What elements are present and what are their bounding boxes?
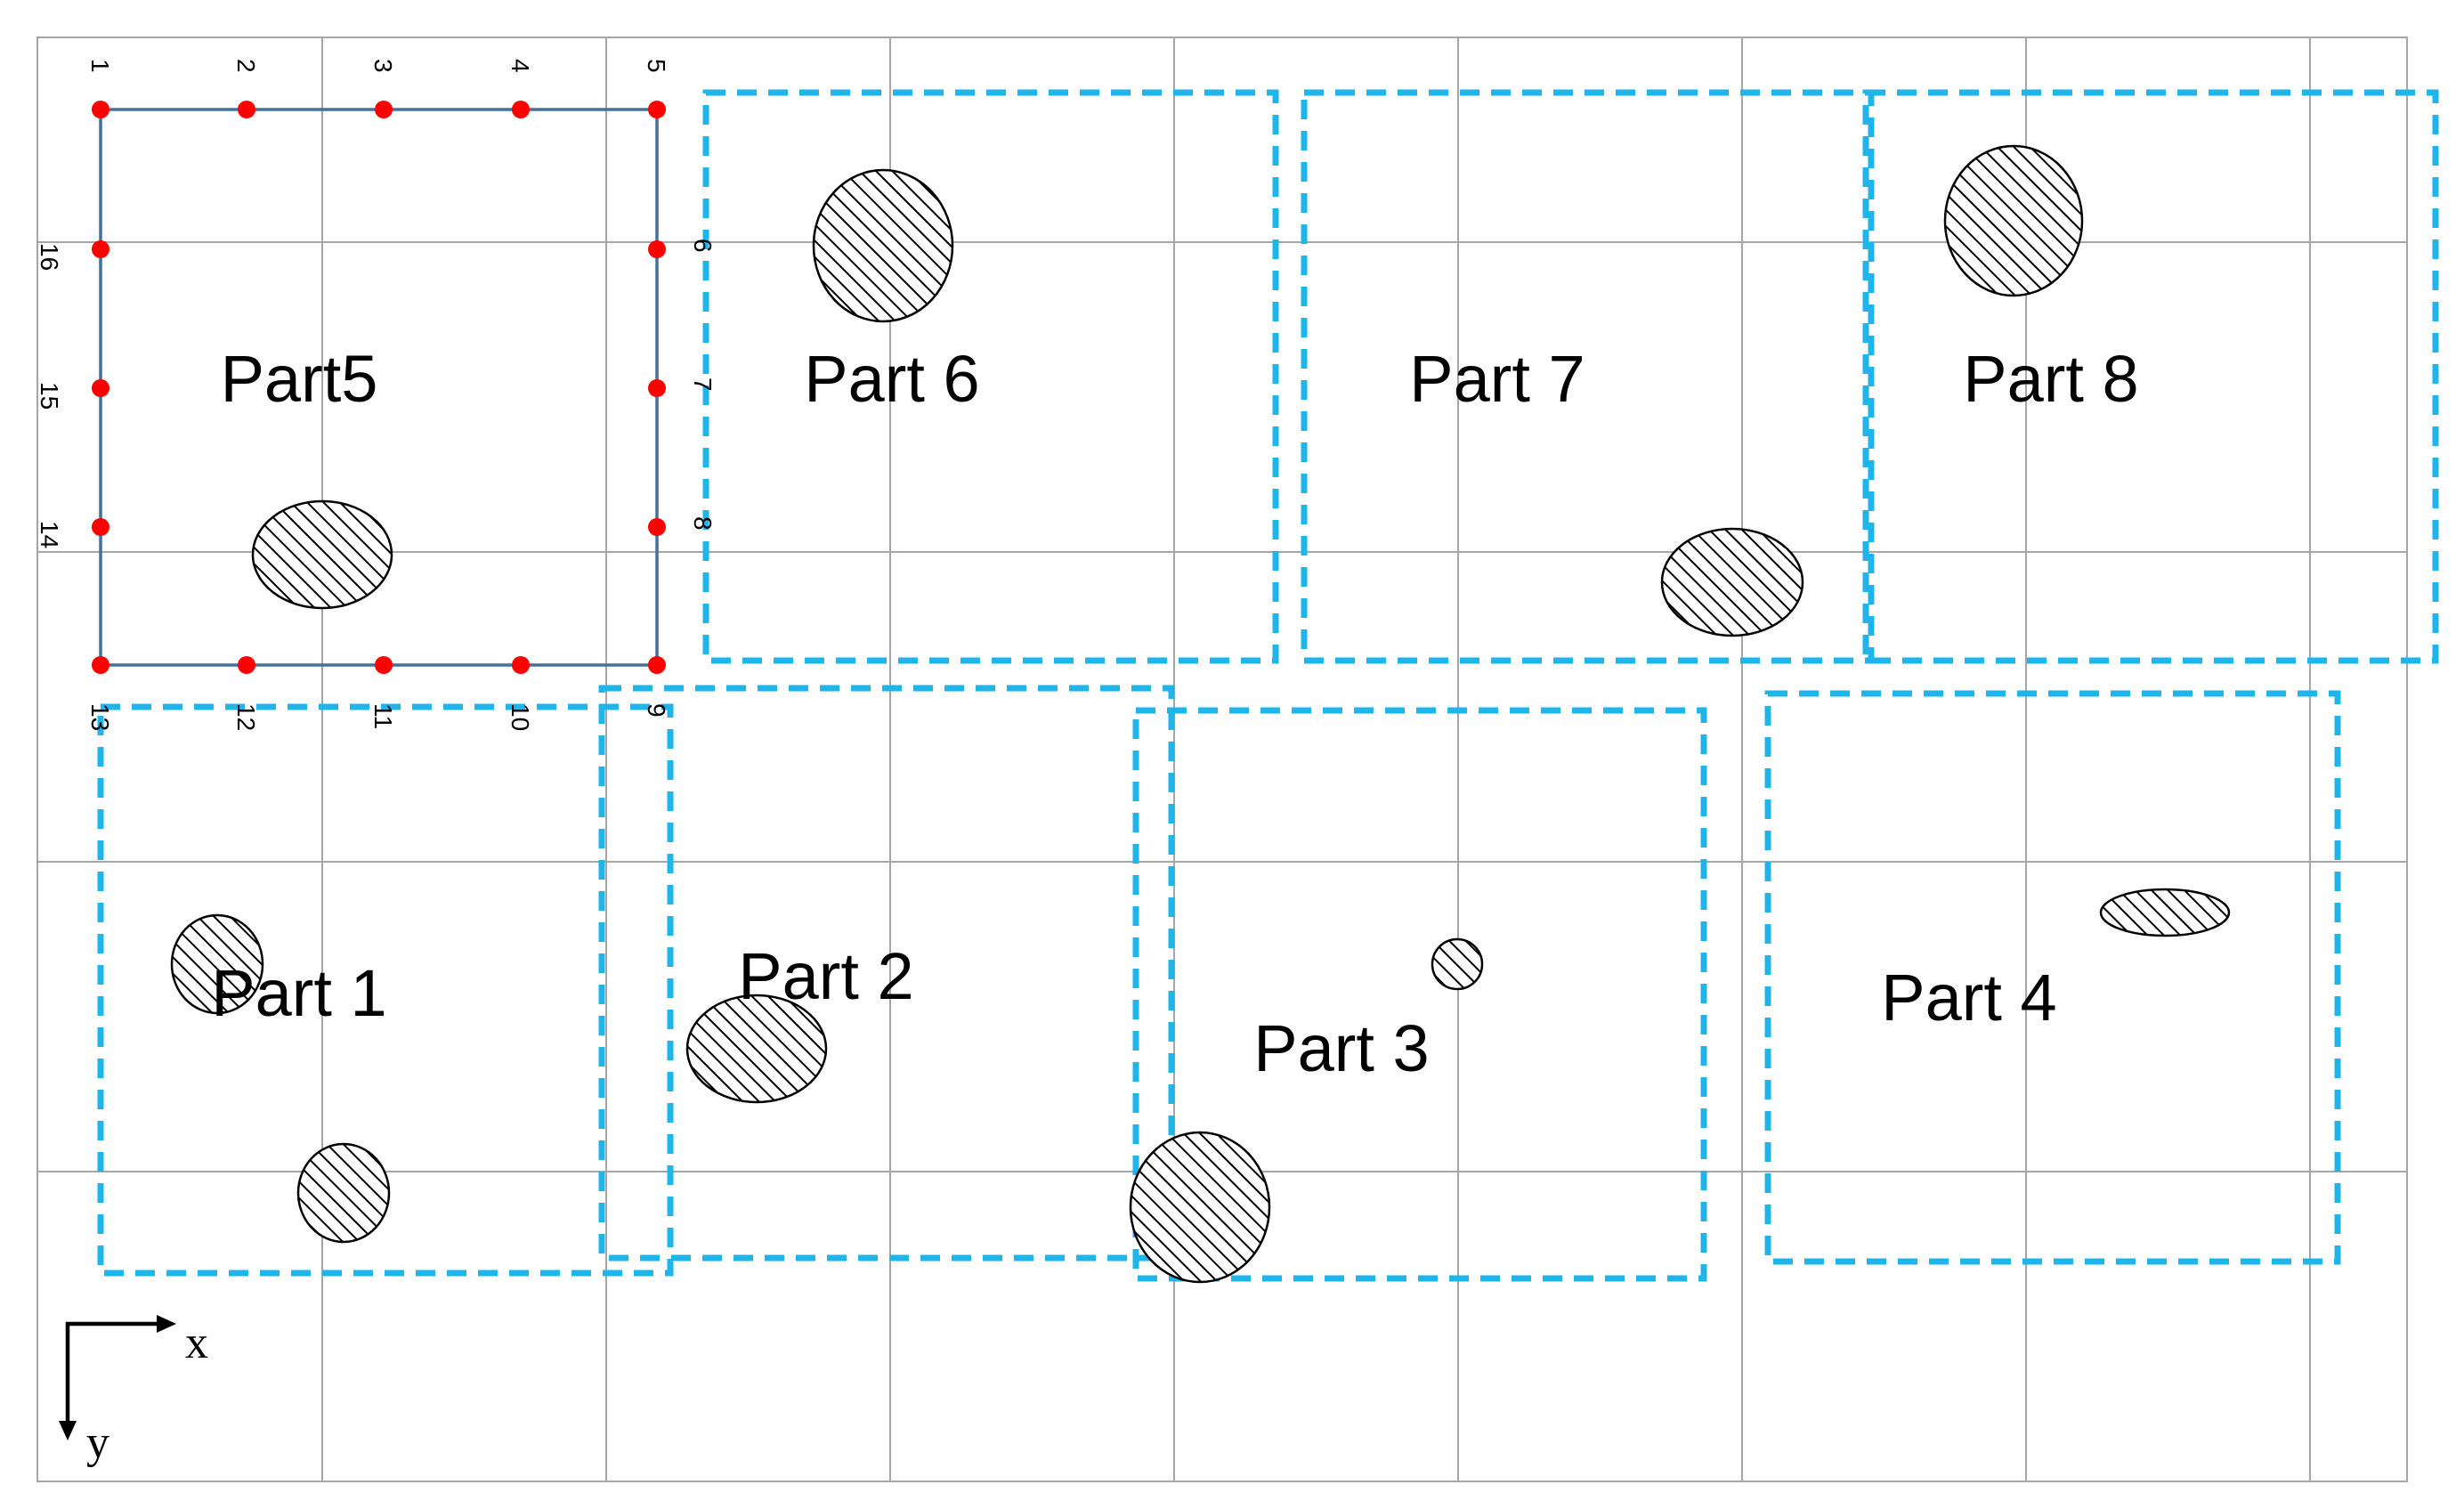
part-label-8: Part 8 xyxy=(1963,342,2138,416)
part-label-2: Part 2 xyxy=(738,939,913,1013)
node-15 xyxy=(92,379,109,397)
part-2-outline xyxy=(598,685,1175,1262)
node-label-4: 4 xyxy=(507,59,534,73)
y-axis-arrowhead xyxy=(59,1421,77,1440)
node-14 xyxy=(92,518,109,536)
node-12 xyxy=(238,656,255,674)
node-label-7: 7 xyxy=(689,377,717,392)
node-label-5: 5 xyxy=(643,59,670,73)
node-label-3: 3 xyxy=(369,59,397,73)
coordinate-axes: x y xyxy=(59,1315,208,1468)
node-label-6: 6 xyxy=(689,239,717,253)
node-label-14: 14 xyxy=(36,521,63,548)
node-4 xyxy=(512,101,530,118)
node-16 xyxy=(92,240,109,258)
defect-part-7 xyxy=(1660,527,1804,637)
part-4-outline xyxy=(1764,690,2341,1265)
part-7-outline xyxy=(1301,89,1875,664)
part-3-outline xyxy=(1132,707,1707,1282)
x-axis-label: x xyxy=(185,1318,208,1368)
part-label-3: Part 3 xyxy=(1253,1011,1429,1085)
defect-part-8 xyxy=(1943,144,2084,297)
node-8 xyxy=(648,518,666,536)
node-label-8: 8 xyxy=(689,516,717,531)
part-label-6: Part 6 xyxy=(804,342,979,416)
node-3 xyxy=(375,101,393,118)
node-6 xyxy=(648,240,666,258)
part-label-7: Part 7 xyxy=(1409,342,1585,416)
node-label-10: 10 xyxy=(507,703,534,731)
node-11 xyxy=(375,656,393,674)
part-label-1: Part 1 xyxy=(211,956,386,1030)
node-label-16: 16 xyxy=(36,243,63,271)
node-label-12: 12 xyxy=(232,703,260,731)
node-label-13: 13 xyxy=(86,703,114,731)
part-6-outline xyxy=(702,89,1279,664)
node-9 xyxy=(648,656,666,674)
defects xyxy=(170,144,2231,1284)
defect-part-1-lower xyxy=(296,1142,391,1244)
grid-frame xyxy=(36,37,2408,1482)
defect-part-6 xyxy=(812,168,954,323)
node-10 xyxy=(512,656,530,674)
part-8-outline xyxy=(1862,89,2439,664)
node-13 xyxy=(92,656,109,674)
node-5 xyxy=(648,101,666,118)
node-labels: 1 2 3 4 5 6 7 8 9 10 11 12 13 14 15 16 xyxy=(36,59,717,731)
node-2 xyxy=(238,101,255,118)
part-1-outline xyxy=(97,703,674,1277)
defect-part-3-large xyxy=(1129,1131,1271,1284)
node-label-2: 2 xyxy=(232,59,260,73)
node-label-1: 1 xyxy=(86,59,114,73)
node-7 xyxy=(648,379,666,397)
part-outlines xyxy=(97,89,2439,1282)
y-axis-label: y xyxy=(86,1417,109,1468)
defect-part-5 xyxy=(251,499,393,610)
x-axis-arrow-shaft xyxy=(65,1321,160,1424)
node-label-9: 9 xyxy=(643,703,670,718)
node-label-11: 11 xyxy=(369,703,397,729)
part-5-nodes xyxy=(92,101,666,674)
node-1 xyxy=(92,101,109,118)
defect-part-4 xyxy=(2099,888,2231,937)
defect-part-3-small xyxy=(1431,937,1484,991)
defect-part-1-upper xyxy=(170,913,264,1015)
defect-part-2 xyxy=(685,994,828,1104)
part-labels: Part 1 Part 2 Part 3 Part 4 Part5 Part 6… xyxy=(211,342,2138,1085)
node-label-15: 15 xyxy=(36,382,63,410)
x-axis-arrowhead xyxy=(157,1315,176,1333)
part-label-5: Part5 xyxy=(221,342,378,416)
part-label-4: Part 4 xyxy=(1881,961,2056,1034)
